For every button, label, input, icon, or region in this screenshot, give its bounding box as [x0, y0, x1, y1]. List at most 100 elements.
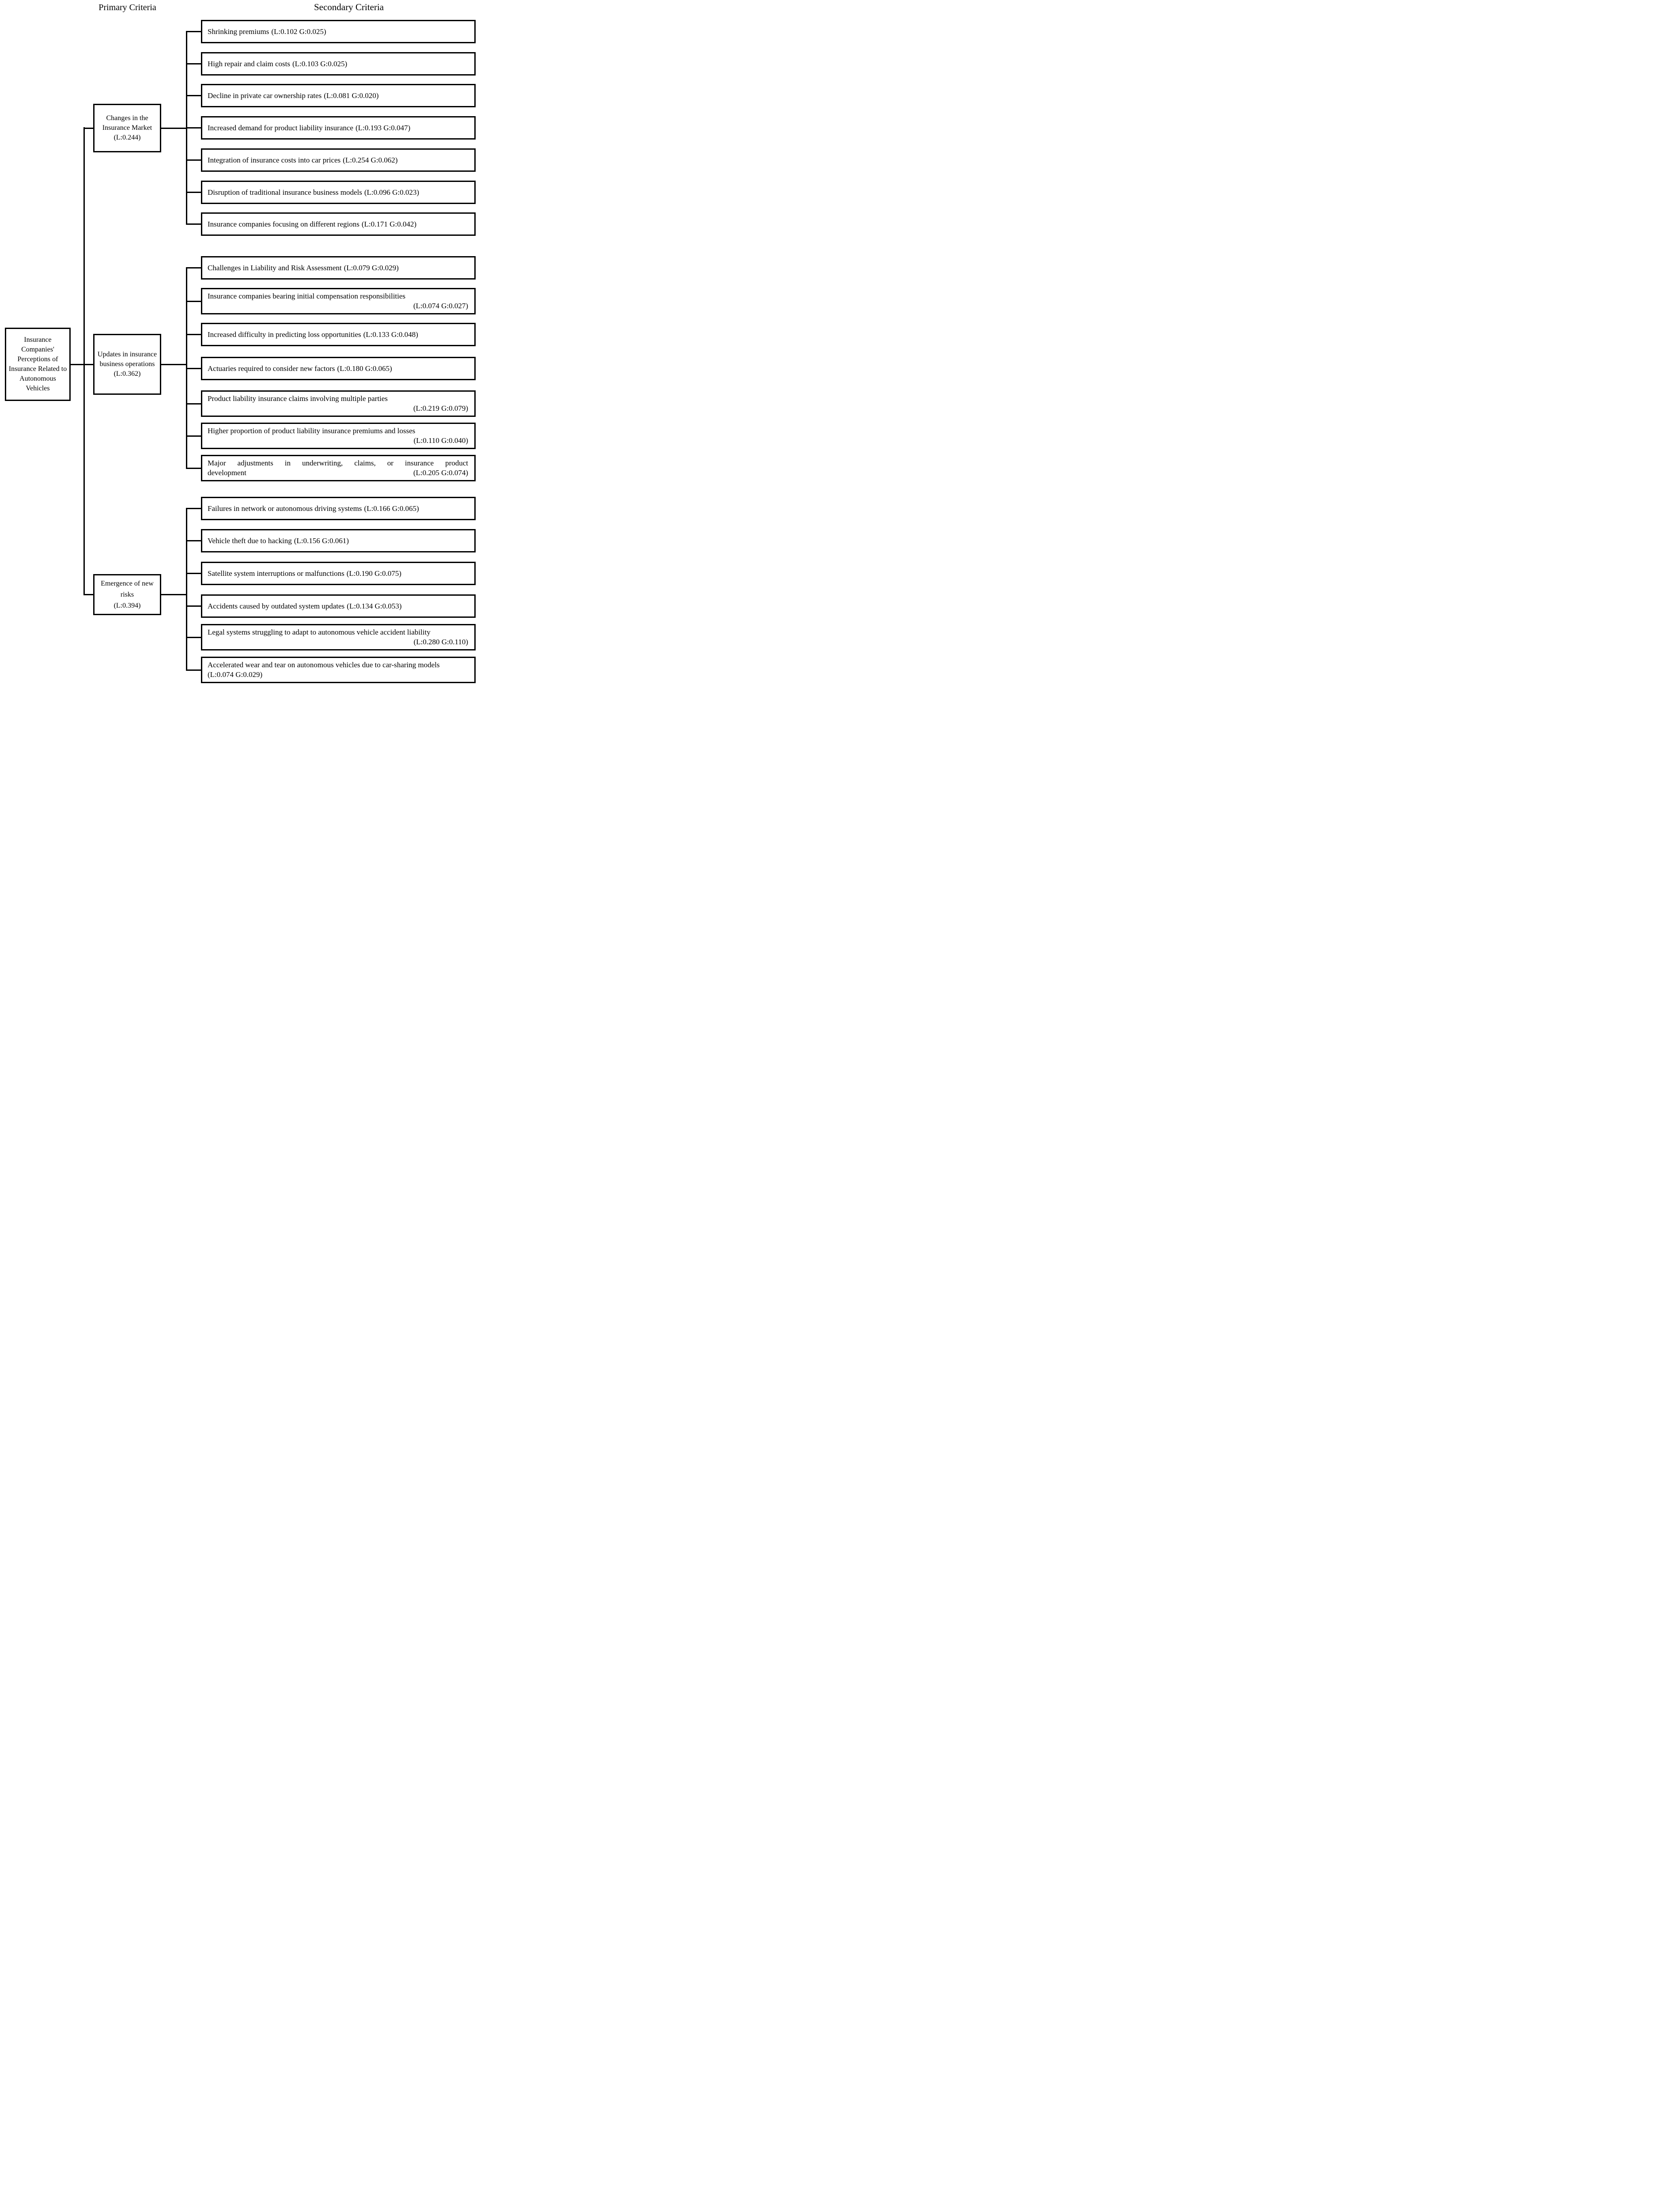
primary-node-weight: (L:0.244) — [114, 134, 141, 141]
criterion-label: Insurance companies bearing initial comp… — [208, 292, 406, 300]
criterion-weight: (L:0.079 G:0.029) — [344, 263, 399, 272]
secondary-node: Insurance companies bearing initial comp… — [201, 288, 476, 314]
primary-node-label: Updates in insurance business operations — [97, 351, 157, 368]
criterion-label: Increased difficulty in predicting loss … — [208, 330, 361, 339]
connector-trunk-to-primary3 — [83, 594, 93, 595]
connector-stub — [186, 605, 201, 607]
connector-primary2-to-bus — [161, 363, 187, 365]
criterion-label: Vehicle theft due to hacking — [208, 536, 292, 545]
secondary-node: Satellite system interruptions or malfun… — [201, 562, 476, 585]
primary-node-weight: (L:0.394) — [114, 602, 141, 609]
criterion-weight: (L:0.190 G:0.075) — [346, 569, 401, 578]
primary-node-label: Changes in the Insurance Market — [102, 114, 152, 132]
connector-stub — [186, 368, 201, 369]
connector-stub — [186, 435, 201, 437]
criterion-weight: (L:0.134 G:0.053) — [347, 601, 402, 610]
criterion-label-line1: Major adjustments in underwriting, claim… — [208, 459, 468, 467]
criterion-weight: (L:0.280 G:0.110) — [413, 638, 468, 646]
criterion-weight: (L:0.110 G:0.040) — [413, 436, 468, 445]
criterion-label: Accelerated wear and tear on autonomous … — [208, 661, 440, 669]
criterion-weight: (L:0.171 G:0.042) — [361, 219, 417, 228]
secondary-node: Major adjustments in underwriting, claim… — [201, 455, 476, 481]
connector-stub — [186, 300, 201, 302]
connector-stub — [186, 223, 201, 225]
connector-stub — [186, 159, 201, 161]
primary-node-weight: (L:0.362) — [114, 370, 141, 378]
criterion-weight: (L:0.103 G:0.025) — [292, 59, 348, 68]
connector-stub — [186, 403, 201, 405]
connector-stub — [186, 192, 201, 193]
secondary-node: Higher proportion of product liability i… — [201, 423, 476, 449]
criterion-label: Higher proportion of product liability i… — [208, 427, 416, 435]
primary-node-label: Emergence of new risks — [101, 580, 154, 598]
criterion-label: High repair and claim costs — [208, 59, 290, 68]
criterion-label: Shrinking premiums — [208, 27, 269, 36]
secondary-node: Failures in network or autonomous drivin… — [201, 497, 476, 520]
connector-bus-group3 — [186, 508, 187, 671]
goal-node-label: Insurance Companies' Perceptions of Insu… — [8, 336, 67, 392]
primary-node-business-operations: Updates in insurance business operations… — [93, 334, 161, 395]
criterion-label: Disruption of traditional insurance busi… — [208, 188, 362, 197]
criterion-weight: (L:0.074 G:0.027) — [413, 302, 468, 310]
criterion-label: Decline in private car ownership rates — [208, 91, 322, 100]
connector-stub — [186, 31, 201, 32]
criterion-weight: (L:0.156 G:0.061) — [294, 536, 349, 545]
criterion-weight: (L:0.074 G:0.029) — [208, 670, 263, 679]
secondary-node: High repair and claim costs (L:0.103 G:0… — [201, 52, 476, 76]
criterion-weight: (L:0.133 G:0.048) — [363, 330, 418, 339]
criterion-label: Integration of insurance costs into car … — [208, 155, 341, 164]
secondary-node: Increased demand for product liability i… — [201, 116, 476, 140]
secondary-node: Decline in private car ownership rates (… — [201, 84, 476, 107]
criterion-weight: (L:0.205 G:0.074) — [413, 469, 468, 477]
connector-stub — [186, 508, 201, 509]
secondary-node: Challenges in Liability and Risk Assessm… — [201, 256, 476, 280]
secondary-node: Integration of insurance costs into car … — [201, 148, 476, 172]
connector-stub — [186, 669, 201, 671]
connector-primary1-to-bus — [161, 127, 187, 129]
criterion-label: Failures in network or autonomous drivin… — [208, 504, 362, 513]
secondary-node: Legal systems struggling to adapt to aut… — [201, 624, 476, 650]
connector-stub — [186, 267, 201, 268]
criterion-weight: (L:0.166 G:0.065) — [364, 504, 419, 513]
criterion-weight: (L:0.193 G:0.047) — [355, 123, 411, 132]
secondary-node: Disruption of traditional insurance busi… — [201, 181, 476, 204]
connector-stub — [186, 540, 201, 541]
criterion-label: Actuaries required to consider new facto… — [208, 364, 335, 373]
secondary-criteria-header: Secondary Criteria — [314, 2, 384, 12]
ahp-hierarchy-diagram: Primary Criteria Secondary Criteria Insu… — [0, 0, 480, 693]
connector-root-to-primary2 — [71, 363, 93, 365]
connector-stub — [186, 63, 201, 64]
connector-stub — [186, 636, 201, 638]
secondary-node: Insurance companies focusing on differen… — [201, 212, 476, 236]
criterion-label-line2: development — [208, 469, 246, 477]
criterion-weight: (L:0.081 G:0.020) — [324, 91, 379, 100]
criterion-label: Challenges in Liability and Risk Assessm… — [208, 263, 342, 272]
secondary-node: Increased difficulty in predicting loss … — [201, 323, 476, 346]
criterion-weight: (L:0.254 G:0.062) — [343, 155, 398, 164]
secondary-node: Actuaries required to consider new facto… — [201, 357, 476, 380]
criterion-weight: (L:0.102 G:0.025) — [271, 27, 326, 36]
criterion-label: Insurance companies focusing on differen… — [208, 219, 359, 228]
goal-node-box: Insurance Companies' Perceptions of Insu… — [5, 328, 71, 401]
primary-node-new-risks: Emergence of new risks (L:0.394) — [93, 574, 161, 615]
criterion-label: Legal systems struggling to adapt to aut… — [208, 628, 431, 636]
secondary-node: Accelerated wear and tear on autonomous … — [201, 657, 476, 683]
criterion-label: Satellite system interruptions or malfun… — [208, 569, 344, 578]
criterion-label: Accidents caused by outdated system upda… — [208, 601, 345, 610]
connector-primary3-to-bus — [161, 594, 187, 595]
secondary-node: Product liability insurance claims invol… — [201, 390, 476, 417]
primary-node-insurance-market: Changes in the Insurance Market (L:0.244… — [93, 104, 161, 152]
primary-criteria-header: Primary Criteria — [98, 3, 156, 12]
secondary-node: Shrinking premiums (L:0.102 G:0.025) — [201, 20, 476, 43]
connector-stub — [186, 127, 201, 129]
criterion-label: Product liability insurance claims invol… — [208, 394, 388, 403]
criterion-weight: (L:0.219 G:0.079) — [413, 404, 468, 412]
secondary-node: Accidents caused by outdated system upda… — [201, 594, 476, 618]
criterion-weight: (L:0.180 G:0.065) — [337, 364, 392, 373]
connector-stub — [186, 467, 201, 469]
criterion-weight: (L:0.096 G:0.023) — [364, 188, 420, 197]
secondary-node: Vehicle theft due to hacking (L:0.156 G:… — [201, 529, 476, 552]
connector-trunk-to-primary1 — [83, 127, 93, 129]
criterion-label: Increased demand for product liability i… — [208, 123, 353, 132]
connector-stub — [186, 334, 201, 335]
